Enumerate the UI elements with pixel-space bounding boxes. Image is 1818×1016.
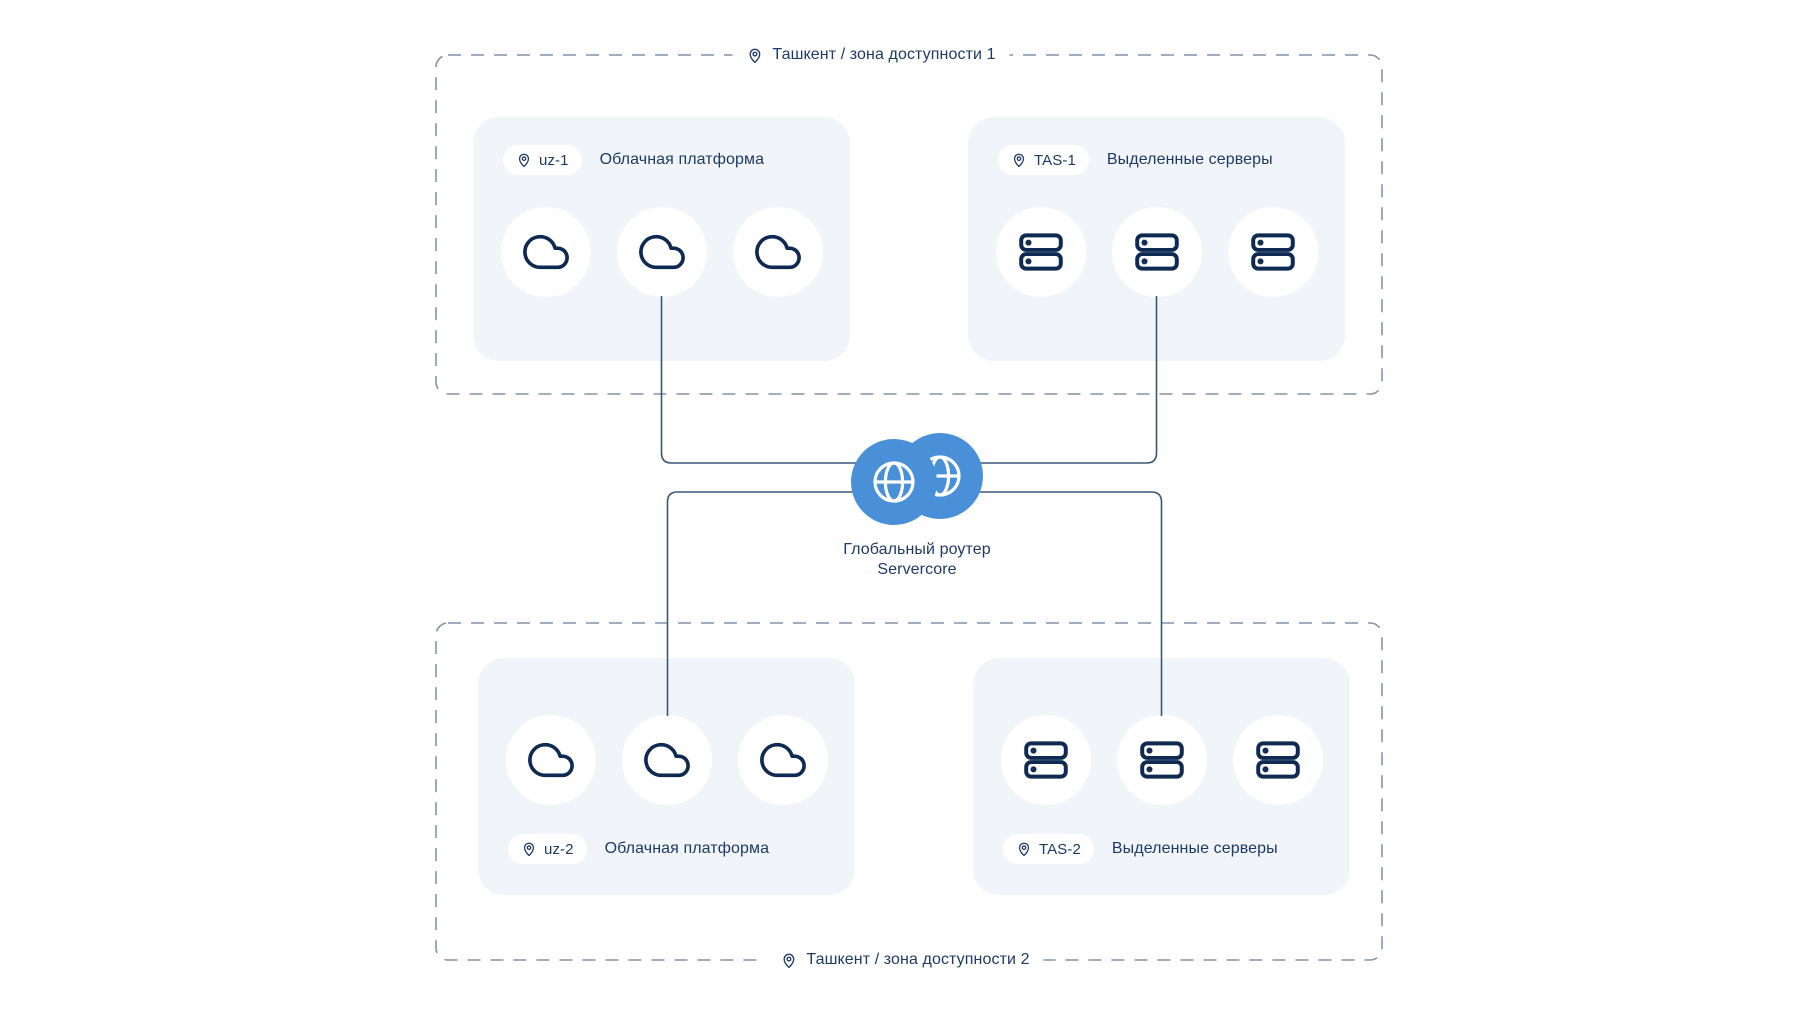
panel-header: uz-1 Облачная платформа [503, 145, 764, 175]
server-node [1227, 207, 1318, 297]
region-badge-label: uz-2 [544, 840, 574, 858]
cloud-icon [759, 742, 806, 778]
global-router-label-line1: Глобальный роутер [843, 541, 991, 558]
zone2-dedicated-servers-panel: TAS-2 Выделенные серверы [973, 658, 1350, 895]
server-icon [1255, 741, 1300, 779]
zone-1-label-text: Ташкент / зона доступности 1 [772, 46, 996, 63]
cloud-node [621, 715, 712, 805]
location-pin-icon [783, 953, 795, 968]
zone-2-label-text: Ташкент / зона доступности 2 [806, 951, 1030, 968]
cloud-node [505, 715, 596, 805]
region-badge-label: uz-1 [539, 151, 569, 169]
cloud-node [737, 715, 828, 805]
node-row [968, 207, 1345, 297]
panel-title: Облачная платформа [599, 151, 765, 168]
location-pin-icon [523, 842, 535, 857]
server-icon [1018, 233, 1063, 271]
zone1-cloud-platform-panel: uz-1 Облачная платформа [473, 117, 850, 361]
location-pin-icon [1013, 153, 1025, 168]
location-pin-icon [1018, 842, 1030, 857]
panel-header: uz-2 Облачная платформа [508, 834, 769, 864]
region-badge-label: TAS-1 [1034, 151, 1076, 169]
region-badge-uz-2: uz-2 [508, 834, 587, 864]
cloud-icon [638, 234, 685, 270]
global-router-label-line2: Servercore [877, 561, 957, 578]
server-node [1232, 715, 1323, 805]
global-router-label: Глобальный роутер Servercore [843, 540, 991, 580]
cloud-node [732, 207, 823, 297]
cloud-node [616, 207, 707, 297]
server-icon [1134, 233, 1179, 271]
cloud-icon [754, 234, 801, 270]
zone2-cloud-platform-panel: uz-2 Облачная платформа [478, 658, 855, 895]
server-icon [1250, 233, 1295, 271]
location-pin-icon [749, 48, 761, 63]
region-badge-tas-1: TAS-1 [998, 145, 1089, 175]
global-router-node [840, 424, 1000, 536]
cloud-icon [527, 742, 574, 778]
panel-header: TAS-1 Выделенные серверы [998, 145, 1273, 175]
panel-title: Выделенные серверы [1111, 840, 1278, 857]
globe-icon [851, 433, 983, 525]
node-row [973, 715, 1350, 805]
node-row [473, 207, 850, 297]
node-row [478, 715, 855, 805]
region-badge-label: TAS-2 [1039, 840, 1081, 858]
panel-header: TAS-2 Выделенные серверы [1003, 834, 1278, 864]
server-icon [1023, 741, 1068, 779]
region-badge-tas-2: TAS-2 [1003, 834, 1094, 864]
location-pin-icon [518, 153, 530, 168]
zone-2-label: Ташкент / зона доступности 2 [766, 946, 1044, 974]
region-badge-uz-1: uz-1 [503, 145, 582, 175]
server-icon [1139, 741, 1184, 779]
zone1-dedicated-servers-panel: TAS-1 Выделенные серверы [968, 117, 1345, 361]
server-node [1000, 715, 1091, 805]
cloud-node [500, 207, 591, 297]
server-node [1111, 207, 1202, 297]
panel-title: Выделенные серверы [1106, 151, 1273, 168]
zone-1-label: Ташкент / зона доступности 1 [732, 41, 1010, 69]
cloud-icon [643, 742, 690, 778]
panel-title: Облачная платформа [604, 840, 770, 857]
cloud-icon [522, 234, 569, 270]
server-node [1116, 715, 1207, 805]
server-node [995, 207, 1086, 297]
